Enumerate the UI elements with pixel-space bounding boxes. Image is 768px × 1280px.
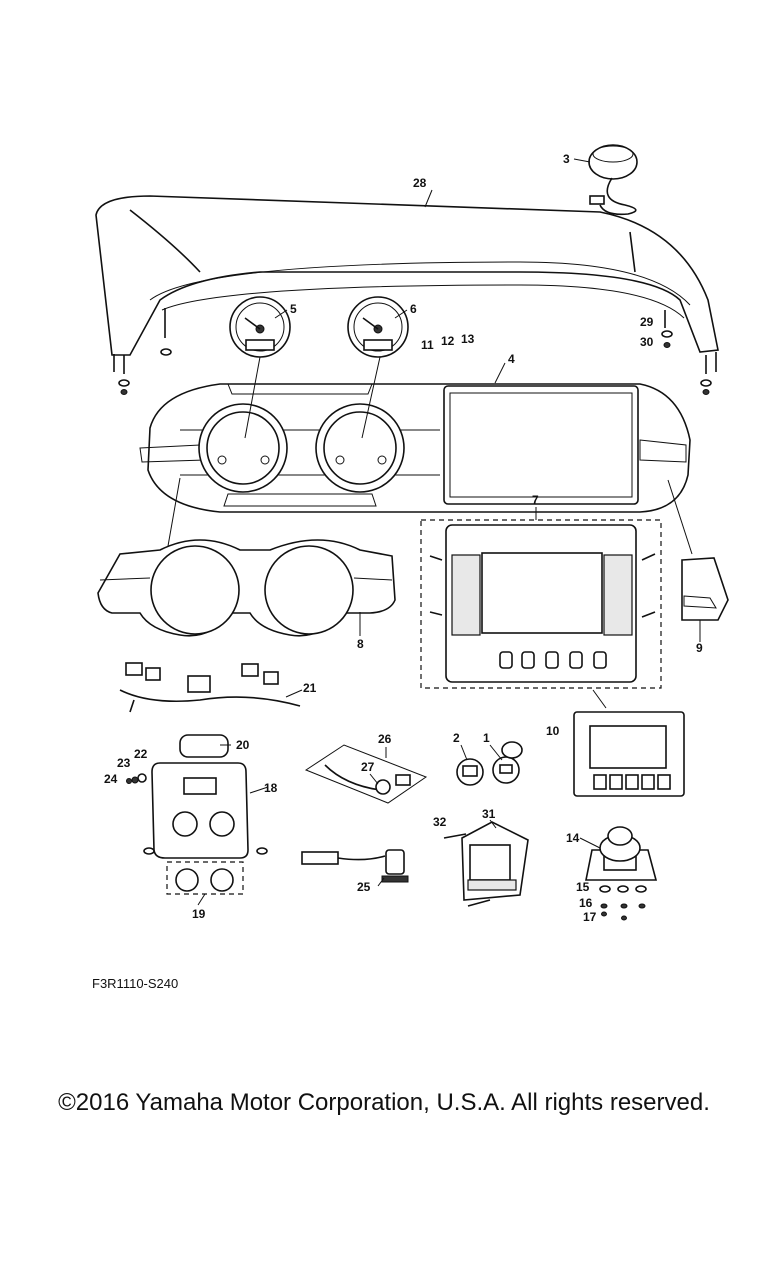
gps-antenna [588,144,638,216]
callout-14: 14 [566,831,580,845]
callout-30: 30 [640,335,654,349]
callout-18: 18 [264,781,278,795]
callout-8: 8 [357,637,364,651]
multifunction-display [573,711,685,797]
callout-15: 15 [576,880,590,894]
callout-19: 19 [192,907,206,921]
callout-26: 26 [378,732,392,746]
control-module [443,821,529,907]
callout-1: 1 [483,731,490,745]
callout-12: 12 [441,334,455,348]
instrument-panel [139,383,691,513]
callout-24: 24 [104,772,118,786]
callout-29: 29 [640,315,654,329]
callout-2: 2 [453,731,460,745]
callout-20: 20 [236,738,250,752]
wiring-harness [119,662,301,713]
callout-10: 10 [546,724,560,738]
transducer [301,849,409,883]
display-assembly [420,519,662,689]
callout-17: 17 [583,910,597,924]
callout-32: 32 [433,815,447,829]
switch-panel [126,734,268,895]
power-sockets [456,741,523,786]
side-panel [681,557,729,621]
callout-5: 5 [290,302,297,316]
callout-7: 7 [532,493,539,507]
dash-cover [95,195,719,395]
callout-25: 25 [357,880,371,894]
callout-6: 6 [410,302,417,316]
drawing-code: F3R1110-S240 [92,976,179,991]
leader-lines [167,158,701,906]
callout-16: 16 [579,896,593,910]
callout-21: 21 [303,681,317,695]
callout-3: 3 [563,152,570,166]
callout-22: 22 [134,747,148,761]
gauge-bezel [97,539,396,637]
key-switch [304,744,428,804]
callout-13: 13 [461,332,475,346]
gauge-speedometer [347,296,409,358]
callout-31: 31 [482,807,496,821]
callout-11: 11 [421,338,434,352]
callout-27: 27 [361,760,375,774]
copyright-notice: ©2016 Yamaha Motor Corporation, U.S.A. A… [58,1089,710,1116]
callout-28: 28 [413,176,427,190]
joystick-control [585,826,658,921]
gauge-tachometer [229,296,291,358]
callout-23: 23 [117,756,131,770]
callout-4: 4 [508,352,515,366]
callout-labels: 1 2 3 4 5 6 7 8 9 10 11 12 13 14 15 16 1… [104,152,703,924]
callout-9: 9 [696,641,703,655]
